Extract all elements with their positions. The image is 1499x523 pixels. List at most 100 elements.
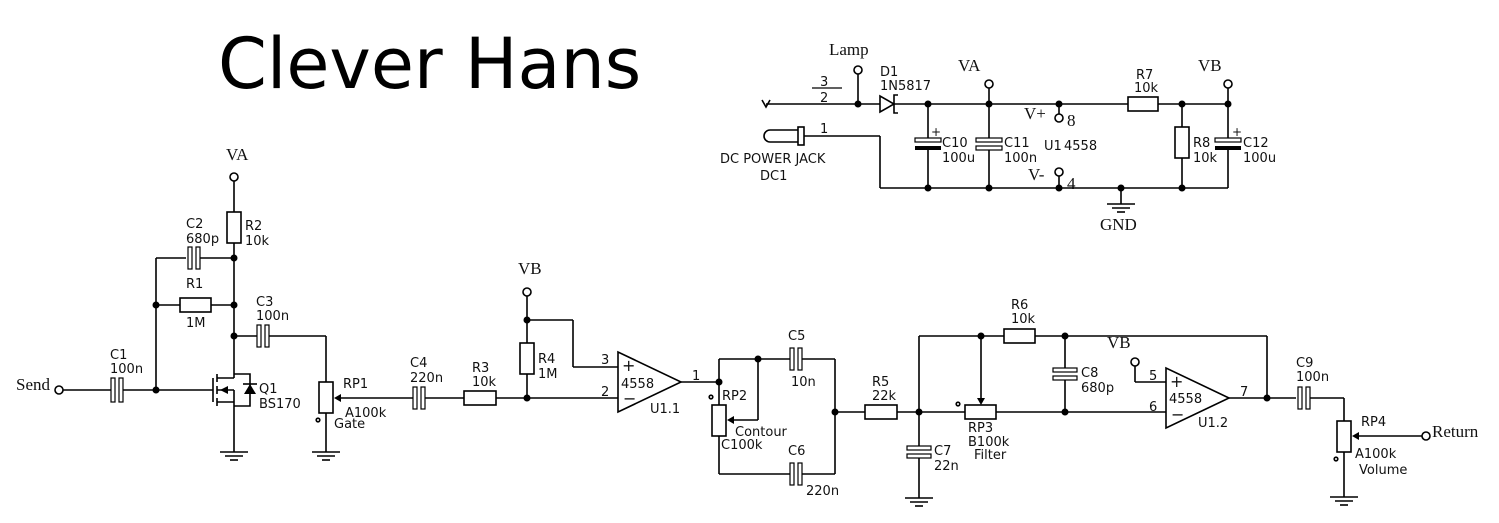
- capacitor-c6: [789, 462, 803, 486]
- dc-jack-pin-3: 3: [820, 75, 828, 90]
- buffer-stage: C4 220n R3 10k VB R4 1M + − 4558 U1.1 3 …: [410, 259, 719, 417]
- resistor-r3: [463, 390, 497, 406]
- capacitor-c5: [789, 347, 803, 371]
- c5-ref: C5: [788, 329, 805, 344]
- capacitor-c12: +: [1214, 104, 1242, 188]
- potentiometer-rp1[interactable]: [318, 381, 334, 414]
- resistor-r1: [179, 297, 212, 313]
- rp2-ref: RP2: [722, 389, 747, 404]
- c12-value: 100u: [1243, 151, 1276, 166]
- r2-value: 10k: [245, 234, 270, 249]
- opamp-u1-1: [617, 350, 683, 414]
- r3-ref: R3: [472, 361, 489, 376]
- u1-value: 4558: [1064, 139, 1097, 154]
- c4-ref: C4: [410, 356, 427, 371]
- capacitor-c8: [1052, 367, 1078, 381]
- c7-ref: C7: [934, 444, 951, 459]
- c2-value: 680p: [186, 232, 219, 247]
- c7-value: 22n: [934, 459, 959, 474]
- u11-pin-plus: 3: [601, 353, 609, 368]
- c1-value: 100n: [110, 362, 143, 377]
- capacitor-c7: [906, 445, 932, 459]
- r4-ref: R4: [538, 352, 555, 367]
- capacitor-c11: [975, 104, 1003, 188]
- c11-ref: C11: [1004, 136, 1030, 151]
- u1-ref: U1: [1044, 139, 1062, 154]
- send-terminal[interactable]: [54, 385, 64, 395]
- capacitor-c1: [110, 377, 124, 403]
- net-return: Return: [1432, 422, 1479, 441]
- potentiometer-rp2[interactable]: [711, 404, 727, 437]
- r2-ref: R2: [245, 219, 262, 234]
- capacitor-c9: [1297, 386, 1311, 410]
- c12-ref: C12: [1243, 136, 1269, 151]
- c6-value: 220n: [806, 484, 839, 499]
- lamp-terminal: [853, 65, 863, 75]
- r4-value: 1M: [538, 367, 558, 382]
- resistor-r7: [1127, 96, 1159, 112]
- return-terminal[interactable]: [1421, 431, 1431, 441]
- net-vb-supply: VB: [1198, 56, 1222, 75]
- dc-jack-ref: DC1: [760, 169, 787, 184]
- net-lamp: Lamp: [829, 40, 869, 59]
- c2-ref: C2: [186, 217, 203, 232]
- r5-value: 22k: [872, 389, 897, 404]
- svg-text:+: +: [1170, 372, 1183, 391]
- r5-ref: R5: [872, 375, 889, 390]
- svg-text:−: −: [623, 389, 636, 408]
- svg-text:+: +: [931, 125, 941, 139]
- svg-text:+: +: [622, 356, 635, 375]
- net-vplus: V+: [1024, 104, 1046, 123]
- net-va-input: VA: [226, 145, 249, 164]
- c9-ref: C9: [1296, 356, 1313, 371]
- output-stage: C9 100n Return RP4 A100k Volume: [1296, 356, 1479, 506]
- net-send: Send: [16, 375, 51, 394]
- dc-jack-pin-1: 1: [820, 122, 828, 137]
- net-vb-u12: VB: [1107, 333, 1131, 352]
- opamp-u1-2: [1165, 366, 1231, 430]
- potentiometer-rp4[interactable]: [1336, 420, 1352, 453]
- mosfet-q1: [212, 373, 257, 452]
- c3-value: 100n: [256, 309, 289, 324]
- rp3-value: B100k: [968, 435, 1010, 450]
- resistor-r2: [226, 211, 242, 244]
- u1-vplus-terminal: [1054, 113, 1064, 123]
- c11-value: 100n: [1004, 151, 1037, 166]
- rp2-name: Contour: [735, 425, 788, 440]
- power-section: 3 2 1 DC POWER JACK DC1 Lamp D1 1N5817 V…: [720, 40, 1276, 234]
- rp4-name: Volume: [1359, 463, 1407, 478]
- d1-ref: D1: [880, 65, 898, 80]
- rp2-value: C100k: [721, 438, 763, 453]
- u11-value: 4558: [621, 377, 654, 392]
- c5-value: 10n: [791, 375, 816, 390]
- capacitor-c4: [412, 386, 426, 410]
- q1-value: BS170: [259, 397, 301, 412]
- ground-symbol-rp4: [1330, 496, 1358, 506]
- c4-value: 220n: [410, 371, 443, 386]
- r7-value: 10k: [1134, 81, 1159, 96]
- ground-symbol-supply: [1107, 188, 1135, 213]
- vb-bias-terminal: [522, 287, 532, 297]
- vb-u12-terminal: [1130, 357, 1140, 367]
- ground-symbol-rp1: [312, 451, 340, 461]
- rp1-name: Gate: [334, 417, 365, 432]
- rp1-value: A100k: [345, 406, 387, 421]
- r3-value: 10k: [472, 375, 497, 390]
- rp3-ref: RP3: [968, 421, 993, 436]
- u12-pin-out: 7: [1240, 385, 1248, 400]
- svg-text:−: −: [1171, 405, 1184, 424]
- c10-ref: C10: [942, 136, 968, 151]
- c1-ref: C1: [110, 348, 127, 363]
- net-vb-bias: VB: [518, 259, 542, 278]
- capacitor-c2: [187, 246, 201, 270]
- contour-network: RP2 Contour C100k C5 10n C6 220n R5 22k: [708, 329, 965, 499]
- dc-jack-pin-2: 2: [820, 91, 828, 106]
- ground-symbol-c7: [905, 497, 933, 507]
- u12-ref: U1.2: [1198, 416, 1228, 431]
- resistor-r4: [519, 342, 535, 375]
- resistor-r6: [1003, 328, 1036, 344]
- potentiometer-rp3[interactable]: [964, 404, 997, 420]
- r8-ref: R8: [1193, 136, 1210, 151]
- r8-value: 10k: [1193, 151, 1218, 166]
